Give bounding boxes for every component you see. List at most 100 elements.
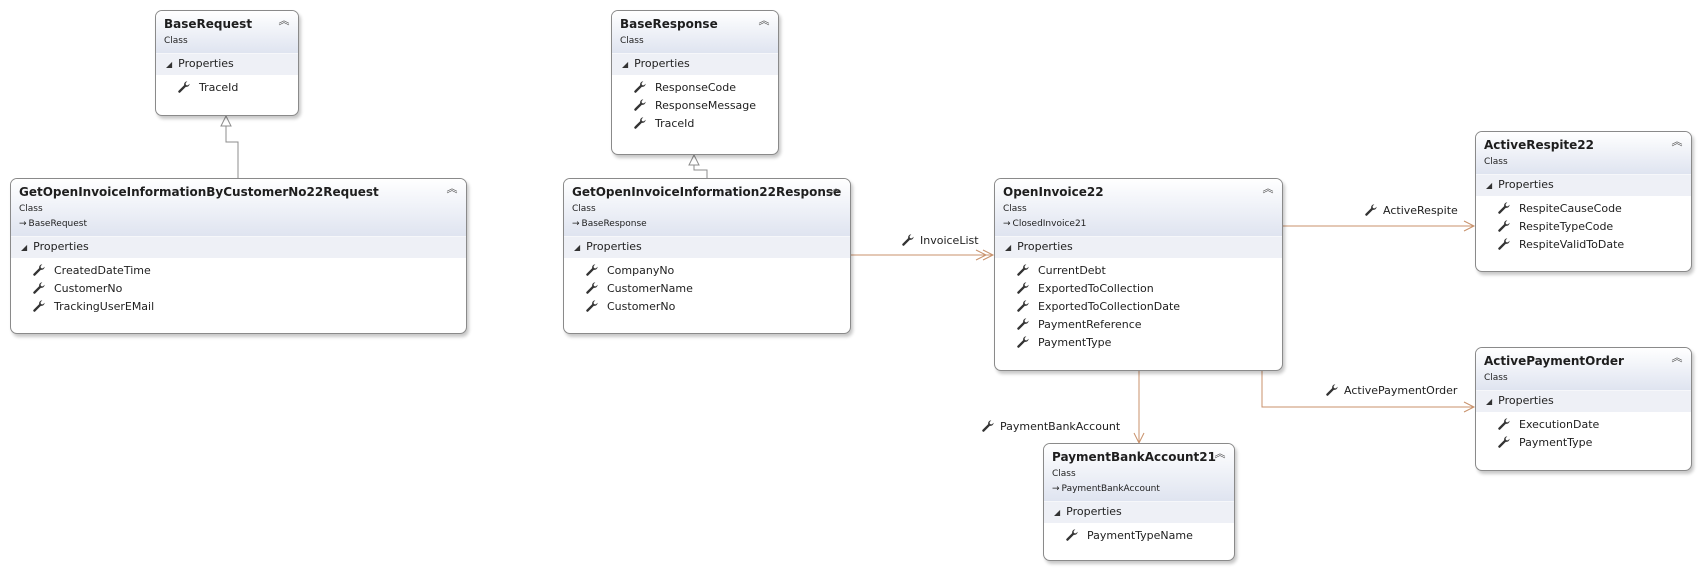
property-name: RespiteValidToDate <box>1519 238 1625 251</box>
properties-section-header[interactable]: ◢ Properties <box>995 236 1282 258</box>
inherit-arrow-icon: → <box>1052 484 1060 494</box>
class-kind: Class <box>1484 157 1508 167</box>
properties-list: TraceId <box>156 75 298 103</box>
property-item[interactable]: CustomerName <box>564 280 850 298</box>
association-edge-payment-bank-account[interactable] <box>1133 371 1145 445</box>
property-item[interactable]: TraceId <box>156 79 298 97</box>
class-box-active-respite[interactable]: ActiveRespite22 Class ︽ ◢Properties Resp… <box>1475 131 1692 272</box>
property-item[interactable]: CurrentDebt <box>995 262 1282 280</box>
expand-triangle-icon[interactable]: ◢ <box>166 60 173 69</box>
inheritance-edge-request[interactable] <box>220 114 239 178</box>
section-label: Properties <box>1017 240 1073 253</box>
property-item[interactable]: PaymentType <box>1476 434 1691 452</box>
class-box-get-open-invoice-request[interactable]: GetOpenInvoiceInformationByCustomerNo22R… <box>10 178 467 334</box>
class-box-open-invoice[interactable]: OpenInvoice22 Class →ClosedInvoice21 ︽ ◢… <box>994 178 1283 371</box>
property-item[interactable]: PaymentTypeName <box>1044 527 1234 545</box>
class-kind: Class <box>620 36 644 46</box>
property-name: TraceId <box>655 117 695 130</box>
wrench-icon <box>586 264 598 276</box>
association-label-text: ActiveRespite <box>1383 204 1458 217</box>
property-item[interactable]: CustomerNo <box>564 298 850 316</box>
association-label-payment-bank-account[interactable]: PaymentBankAccount <box>982 419 1120 435</box>
wrench-icon <box>634 99 646 111</box>
class-kind: Class <box>19 204 43 214</box>
property-item[interactable]: ExecutionDate <box>1476 416 1691 434</box>
class-name: PaymentBankAccount21 <box>1052 450 1216 464</box>
expand-triangle-icon[interactable]: ◢ <box>21 243 28 252</box>
property-item[interactable]: RespiteValidToDate <box>1476 236 1691 254</box>
base-class-name: BaseResponse <box>581 219 647 229</box>
collapse-chevron-icon[interactable]: ︽ <box>1671 351 1683 364</box>
collapse-chevron-icon[interactable]: ︽ <box>446 182 458 195</box>
property-item[interactable]: CompanyNo <box>564 262 850 280</box>
property-name: CreatedDateTime <box>54 264 151 277</box>
expand-triangle-icon[interactable]: ◢ <box>574 243 581 252</box>
expand-triangle-icon[interactable]: ◢ <box>1054 508 1061 517</box>
association-edge-active-respite[interactable] <box>1282 220 1476 232</box>
association-edge-active-payment-order[interactable] <box>1261 371 1476 413</box>
collapse-chevron-icon[interactable]: ︽ <box>758 14 770 27</box>
property-item[interactable]: CreatedDateTime <box>11 262 466 280</box>
properties-section-header[interactable]: ◢Properties <box>156 53 298 75</box>
class-header: OpenInvoice22 Class →ClosedInvoice21 ︽ <box>995 179 1282 236</box>
property-item[interactable]: TraceId <box>612 115 778 133</box>
properties-section-header[interactable]: ◢ Properties <box>1476 174 1691 196</box>
properties-section-header[interactable]: ◢ Properties <box>1476 390 1691 412</box>
expand-triangle-icon[interactable]: ◢ <box>1486 181 1493 190</box>
wrench-icon <box>1498 418 1510 430</box>
wrench-icon <box>1498 436 1510 448</box>
section-label: Properties <box>1498 178 1554 191</box>
property-item[interactable]: ResponseMessage <box>612 97 778 115</box>
base-class-ref: →BaseResponse <box>572 218 842 230</box>
property-name: ResponseCode <box>655 81 736 94</box>
class-name: GetOpenInvoiceInformationByCustomerNo22R… <box>19 185 379 199</box>
property-item[interactable]: RespiteTypeCode <box>1476 218 1691 236</box>
section-label: Properties <box>586 240 642 253</box>
section-label: Properties <box>1498 394 1554 407</box>
property-item[interactable]: ExportedToCollectionDate <box>995 298 1282 316</box>
properties-section-header[interactable]: ◢Properties <box>11 236 466 258</box>
property-item[interactable]: CustomerNo <box>11 280 466 298</box>
properties-section-header[interactable]: ◢ Properties <box>564 236 850 258</box>
wrench-icon <box>634 81 646 93</box>
collapse-chevron-icon[interactable]: ︽ <box>1214 447 1226 460</box>
class-box-active-payment-order[interactable]: ActivePaymentOrder Class ︽ ◢Properties E… <box>1475 347 1692 471</box>
expand-triangle-icon[interactable]: ◢ <box>622 60 629 69</box>
property-item[interactable]: ResponseCode <box>612 79 778 97</box>
property-item[interactable]: ExportedToCollection <box>995 280 1282 298</box>
association-label-active-respite[interactable]: ActiveRespite <box>1365 203 1458 219</box>
association-label-active-payment-order[interactable]: ActivePaymentOrder <box>1326 383 1457 399</box>
class-box-get-open-invoice-response[interactable]: GetOpenInvoiceInformation22Response Clas… <box>563 178 851 334</box>
inheritance-edge-response[interactable] <box>688 153 708 178</box>
class-name: ActivePaymentOrder <box>1484 354 1624 368</box>
association-label-invoice-list[interactable]: InvoiceList <box>902 233 979 249</box>
inherit-arrow-icon: → <box>19 219 27 229</box>
class-box-base-request[interactable]: BaseRequest Class ︽ ◢Properties TraceId <box>155 10 299 116</box>
class-name: BaseResponse <box>620 17 718 31</box>
property-item[interactable]: RespiteCauseCode <box>1476 200 1691 218</box>
property-name: PaymentType <box>1038 336 1112 349</box>
section-label: Properties <box>1066 505 1122 518</box>
expand-triangle-icon[interactable]: ◢ <box>1005 243 1012 252</box>
property-name: PaymentType <box>1519 436 1593 449</box>
wrench-icon <box>586 282 598 294</box>
collapse-chevron-icon[interactable]: ︽ <box>278 14 290 27</box>
class-box-payment-bank-account[interactable]: PaymentBankAccount21 Class →PaymentBankA… <box>1043 443 1235 561</box>
properties-section-header[interactable]: ◢Properties <box>612 53 778 75</box>
wrench-icon <box>902 234 914 246</box>
property-item[interactable]: TrackingUserEMail <box>11 298 466 316</box>
wrench-icon <box>1326 384 1338 396</box>
expand-triangle-icon[interactable]: ◢ <box>1486 397 1493 406</box>
collapse-chevron-icon[interactable]: ︽ <box>1671 135 1683 148</box>
class-header: PaymentBankAccount21 Class →PaymentBankA… <box>1044 444 1234 501</box>
class-box-base-response[interactable]: BaseResponse Class ︽ ◢Properties Respons… <box>611 10 779 155</box>
properties-section-header[interactable]: ◢ Properties <box>1044 501 1234 523</box>
property-item[interactable]: PaymentType <box>995 334 1282 352</box>
property-item[interactable]: PaymentReference <box>995 316 1282 334</box>
collapse-chevron-icon[interactable]: ︽ <box>830 182 842 195</box>
wrench-icon <box>1017 336 1029 348</box>
association-edge-invoice-list[interactable] <box>850 249 995 261</box>
class-name: GetOpenInvoiceInformation22Response <box>572 185 842 199</box>
collapse-chevron-icon[interactable]: ︽ <box>1262 182 1274 195</box>
